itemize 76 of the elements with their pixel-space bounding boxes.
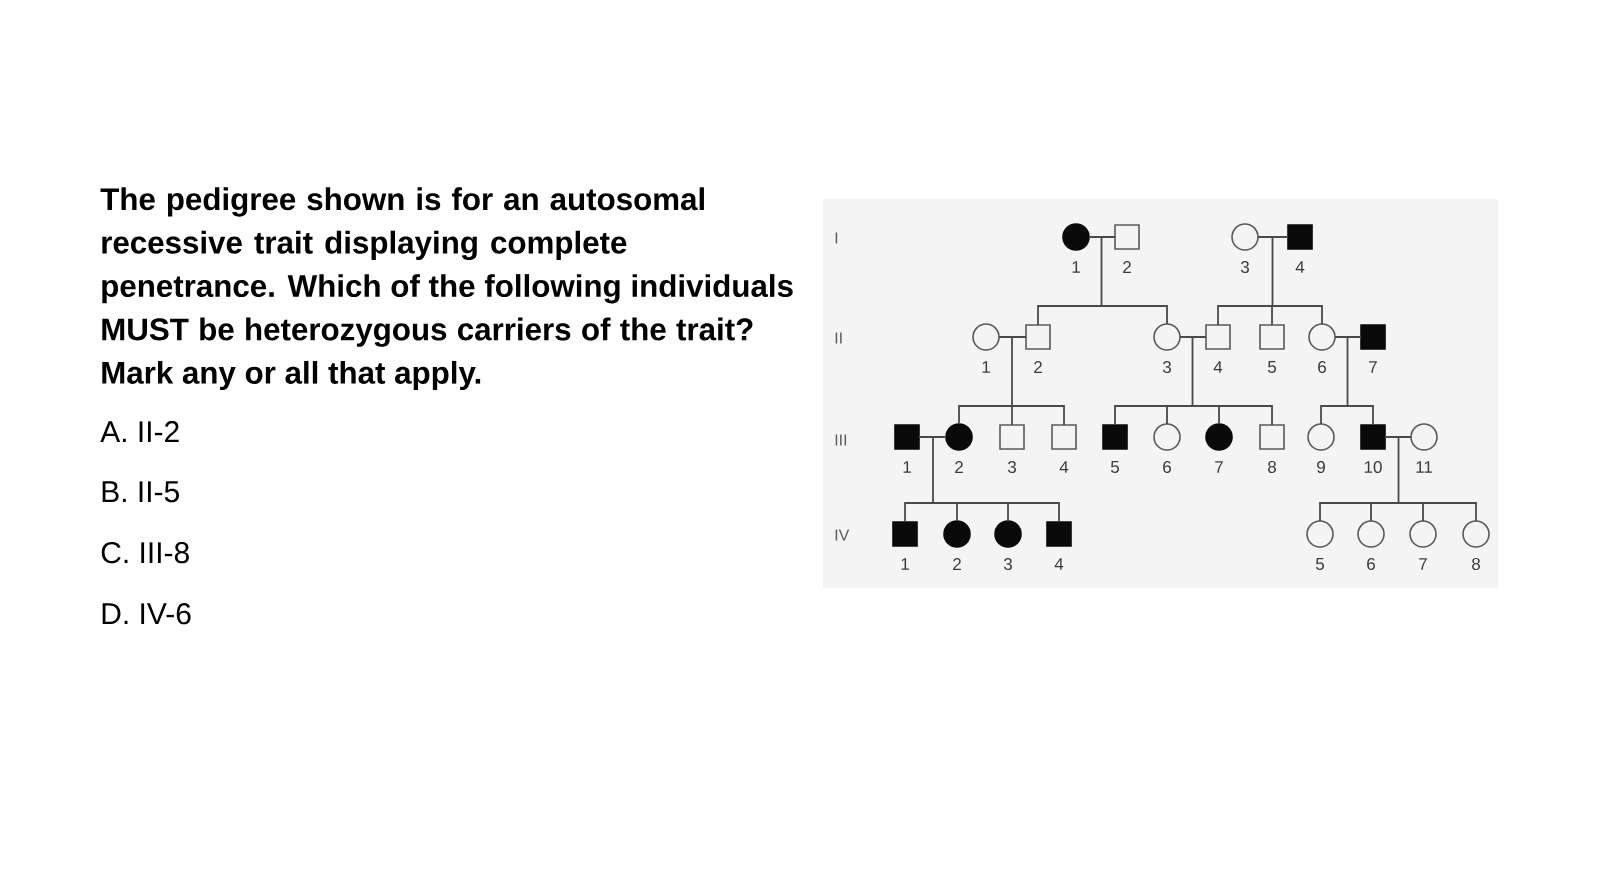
pedigree-square [1114,224,1140,250]
pedigree-square [1051,424,1077,450]
individual-number: 3 [1003,558,1012,571]
pedigree-block [1102,424,1128,450]
pedigree-line [1037,236,1168,326]
pedigree-line [1217,236,1323,326]
individual-number: 2 [1123,261,1131,273]
pedigree-circle [1153,323,1181,351]
individual-number: 7 [1215,461,1223,473]
pedigree-block [1360,424,1386,450]
pedigree-line [904,436,1060,523]
pedigree-circle [1308,323,1336,351]
pedigree-square [1025,324,1051,350]
pedigree-block [1360,324,1386,350]
individual-number: 5 [1315,558,1324,570]
individual-number: 3 [1240,261,1249,274]
individual-number: 6 [1367,558,1375,571]
individual-number: 2 [955,461,963,473]
pedigree-circle [1231,223,1259,251]
pedigree-block [1046,521,1072,547]
pedigree-block [892,521,918,547]
individual-number: 9 [1317,461,1325,474]
individual-number: 5 [1267,361,1276,373]
answer-option: C. III-8 [101,542,189,564]
pedigree-disc [994,520,1022,548]
pedigree-circle [1409,520,1437,548]
generation-label: I [835,232,838,244]
pedigree-square [999,424,1025,450]
individual-number: 4 [1213,361,1223,373]
individual-number: 7 [1369,361,1377,373]
answer-option: B. II-5 [102,481,179,503]
pedigree-circle [1462,520,1490,548]
individual-number: 11 [1416,461,1432,473]
answer-option: A. II-2 [100,421,179,442]
pedigree-line [1114,336,1273,426]
individual-number: 4 [1295,261,1305,273]
individual-number: 8 [1472,558,1480,571]
generation-label: III [835,434,847,446]
individual-number: 10 [1364,461,1382,474]
pedigree-line [958,336,1065,426]
pedigree-circle [1357,520,1385,548]
pedigree-circle [972,323,1000,351]
pedigree-disc [1205,423,1233,451]
pedigree-square [1259,324,1285,350]
pedigree-line [1320,336,1374,426]
pedigree-square [1259,424,1285,450]
individual-number: 6 [1163,461,1171,474]
pedigree-circle [1153,423,1181,451]
individual-number: 1 [1072,261,1080,273]
individual-number: 1 [901,558,909,570]
individual-number: 1 [982,361,990,373]
generation-label: II [835,332,842,344]
individual-number: 8 [1268,461,1276,474]
individual-number: 3 [1007,461,1016,474]
individual-number: 7 [1419,558,1427,570]
individual-number: 4 [1059,461,1069,473]
pedigree-disc [945,423,973,451]
individual-number: 2 [1034,361,1042,373]
pedigree-circle [1307,423,1335,451]
individual-number: 1 [903,461,911,473]
question-text: The pedigree shown is for an autosomal recessive trait displaying complete penetrance. Which of the following individuals MUST be heterozygous carriers of the trait? Mark any or all that apply. [100,187,793,391]
individual-number: 6 [1318,361,1326,374]
individual-number: 3 [1162,361,1171,374]
individual-number: 5 [1110,461,1119,473]
individual-number: 4 [1054,558,1064,570]
pedigree-circle [1410,423,1438,451]
pedigree-disc [1062,223,1090,251]
pedigree-square [1205,324,1231,350]
pedigree-block [1287,224,1313,250]
pedigree-line [1319,436,1477,522]
answer-option: D. IV-6 [102,603,191,625]
individual-number: 2 [953,558,961,570]
pedigree-disc [943,520,971,548]
pedigree-block [894,424,920,450]
pedigree-circle [1306,520,1334,548]
generation-label: IV [835,529,850,541]
